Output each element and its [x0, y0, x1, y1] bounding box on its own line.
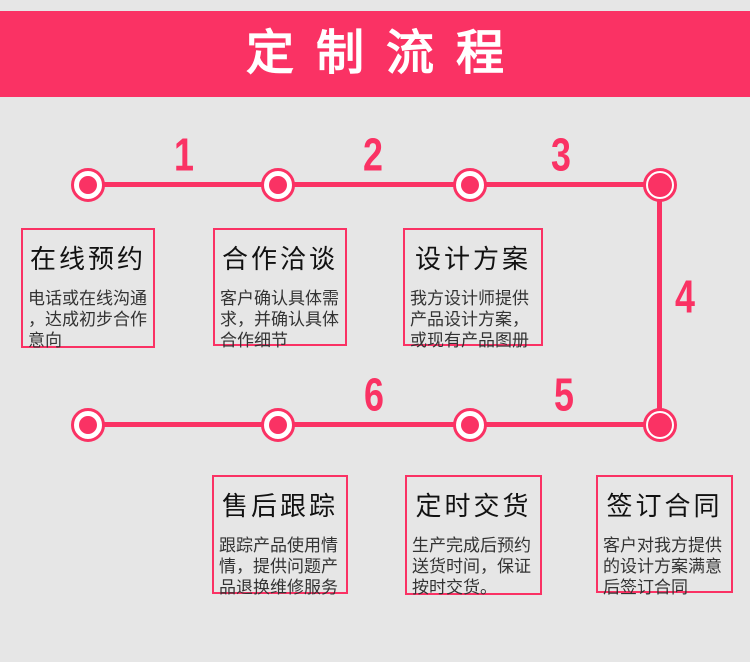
- step-box-negotiation: 合作洽谈 客户确认具体需 求，并确认具体 合作细节: [213, 228, 347, 350]
- step-desc: 生产完成后预约 送货时间，保证 按时交货。: [412, 536, 531, 597]
- step-desc: 客户对我方提供 的设计方案满意 后签订合同: [603, 536, 722, 597]
- step-desc: 跟踪产品使用情 情，提供问题产 品退换维修服务: [219, 536, 338, 597]
- step-box-design-plan: 设计方案 我方设计师提供 产品设计方案， 或现有产品图册: [403, 228, 543, 350]
- step-desc: 客户确认具体需 求，并确认具体 合作细节: [220, 289, 339, 350]
- step-title: 售后跟踪: [221, 491, 338, 521]
- flow-node-step3: [453, 168, 487, 202]
- step-number-2: 2: [363, 128, 383, 181]
- step-box-contract: 签订合同 客户对我方提供 的设计方案满意 后签订合同: [596, 475, 733, 597]
- flow-node-step1: [71, 168, 105, 202]
- step-title: 设计方案: [414, 244, 531, 274]
- step-title: 定时交货: [415, 491, 532, 521]
- flow-node-step6: [261, 408, 295, 442]
- flow-node-corner-bottom: [643, 408, 677, 442]
- flow-line-bottom: [88, 422, 660, 427]
- banner: 定制流程: [0, 11, 750, 97]
- step-title: 合作洽谈: [221, 244, 338, 274]
- flow-node-corner-top: [643, 168, 677, 202]
- step-title: 签订合同: [606, 491, 723, 521]
- step-number-3: 3: [551, 128, 571, 181]
- flow-node-step2: [261, 168, 295, 202]
- step-box-delivery: 定时交货 生产完成后预约 送货时间，保证 按时交货。: [405, 475, 542, 597]
- step-desc: 电话或在线沟通 ，达成初步合作 意向: [28, 289, 147, 350]
- step-number-1: 1: [174, 128, 194, 181]
- step-title: 在线预约: [29, 244, 146, 274]
- flow-node-end: [71, 408, 105, 442]
- step-number-4: 4: [675, 270, 695, 323]
- flow-line-top: [88, 182, 660, 187]
- step-box-online-booking: 在线预约 电话或在线沟通 ，达成初步合作 意向: [21, 228, 155, 350]
- flow-node-step5: [453, 408, 487, 442]
- step-number-6: 6: [364, 368, 384, 421]
- step-desc: 我方设计师提供 产品设计方案， 或现有产品图册: [410, 289, 529, 350]
- step-number-5: 5: [554, 368, 574, 421]
- flow-line-right: [657, 185, 662, 425]
- page-title: 定制流程: [245, 27, 526, 80]
- step-box-aftersales: 售后跟踪 跟踪产品使用情 情，提供问题产 品退换维修服务: [212, 475, 348, 597]
